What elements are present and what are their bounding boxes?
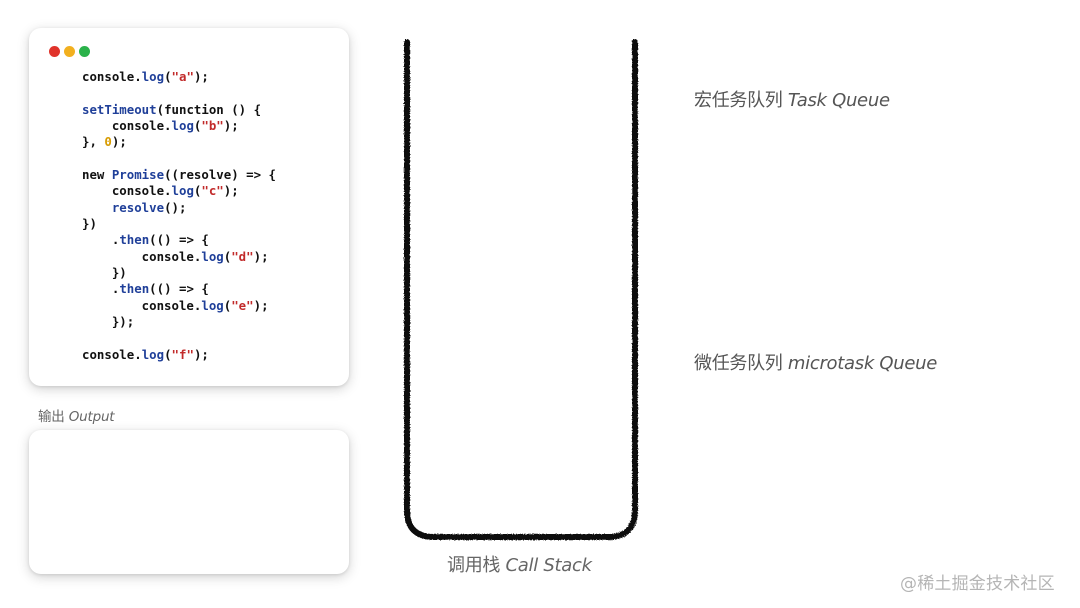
code-line: console.log("e"); [82, 298, 276, 314]
code-token: ( [193, 118, 202, 134]
microtask-queue-label-cn: 微任务队列 [694, 353, 783, 374]
code-token: console. [82, 297, 202, 313]
code-token: "b" [201, 118, 224, 134]
code-token: ); [223, 183, 239, 199]
code-line: console.log("f"); [82, 347, 276, 363]
code-token: console. [82, 346, 142, 362]
call-stack-label: 调用栈 Call Stack [447, 551, 592, 577]
call-stack-label-en: Call Stack [505, 555, 592, 576]
code-token: resolve [111, 199, 165, 215]
code-line: setTimeout(function () { [82, 102, 276, 118]
code-token: 0 [104, 134, 112, 150]
code-token: "a" [171, 69, 194, 84]
code-token: ); [193, 346, 209, 362]
task-queue-label-cn: 宏任务队列 [694, 90, 783, 111]
code-line: .then(() => { [82, 232, 276, 248]
code-token: (() => { [149, 232, 209, 248]
code-token [82, 200, 112, 215]
code-block: console.log("a"); setTimeout(function ()… [82, 69, 276, 363]
code-token: log [141, 69, 165, 84]
code-token: log [171, 183, 194, 199]
code-token: "c" [201, 183, 224, 199]
output-label-cn: 输出 [38, 409, 65, 425]
call-stack-label-cn: 调用栈 [447, 555, 501, 576]
code-token: then [119, 232, 150, 248]
minimize-dot-icon[interactable] [64, 46, 75, 57]
code-panel: console.log("a"); setTimeout(function ()… [29, 28, 349, 386]
code-token: ( [164, 346, 172, 362]
task-queue-top-line [692, 113, 1051, 119]
close-dot-icon[interactable] [49, 46, 60, 57]
code-token: "f" [171, 346, 194, 362]
code-token: console. [82, 183, 172, 199]
code-line: .then(() => { [82, 281, 276, 297]
output-label: 输出 Output [38, 405, 115, 425]
code-token: . [82, 281, 120, 297]
code-token: }); [82, 314, 135, 330]
code-token: Promise [111, 167, 165, 183]
code-token: ( [164, 69, 172, 84]
code-token: console. [82, 69, 142, 84]
code-line [82, 85, 276, 101]
code-token: ( [193, 183, 202, 199]
code-line: }, 0); [82, 134, 276, 150]
code-line: }) [82, 216, 276, 232]
code-line: }) [82, 265, 276, 281]
code-token: }) [82, 216, 97, 232]
code-token: "e" [231, 297, 254, 313]
call-stack-container [404, 39, 638, 540]
code-token: ( [223, 248, 232, 264]
code-line: new Promise((resolve) => { [82, 167, 276, 183]
code-token: ); [253, 297, 269, 313]
code-token: ); [223, 118, 239, 134]
microtask-queue-label-en: microtask Queue [787, 353, 938, 374]
task-queue-label: 宏任务队列 Task Queue [694, 86, 890, 112]
code-token: }, [82, 134, 105, 150]
code-token: ( [223, 297, 232, 313]
code-line: }); [82, 314, 276, 330]
code-token: new [82, 167, 112, 183]
code-token: (); [164, 199, 187, 215]
code-line [82, 331, 276, 347]
output-panel [29, 430, 349, 574]
code-token: log [201, 297, 224, 313]
code-line: resolve(); [82, 200, 276, 216]
code-line: console.log("a"); [82, 69, 276, 85]
call-stack-outline [404, 39, 638, 540]
code-token: setTimeout [82, 101, 157, 117]
watermark: @稀土掘金技术社区 [900, 574, 1055, 594]
code-line [82, 151, 276, 167]
microtask-queue-bottom-line [692, 491, 1051, 497]
code-token: console. [82, 248, 202, 264]
code-token: ); [253, 248, 269, 264]
microtask-queue-label: 微任务队列 microtask Queue [694, 349, 937, 375]
code-token: "d" [231, 248, 254, 264]
code-token: log [141, 346, 165, 362]
code-token: then [119, 281, 150, 297]
code-token: log [171, 118, 194, 134]
code-token: (() => { [149, 281, 209, 297]
code-line: console.log("c"); [82, 183, 276, 199]
task-queue-bottom-line [692, 227, 1051, 233]
task-queue-label-en: Task Queue [787, 90, 890, 111]
code-token: log [201, 248, 224, 264]
output-label-en: Output [68, 409, 115, 425]
code-token: . [82, 232, 120, 248]
code-token: }) [82, 265, 127, 281]
zoom-dot-icon[interactable] [79, 46, 90, 57]
window-controls [49, 46, 90, 57]
code-token: ((resolve) => { [164, 167, 276, 183]
code-token: ); [111, 134, 127, 150]
code-line: console.log("b"); [82, 118, 276, 134]
code-token: console. [82, 118, 172, 134]
microtask-queue-top-line [692, 376, 1051, 382]
code-token: ); [193, 69, 209, 84]
code-token: (function () { [156, 101, 262, 117]
code-line: console.log("d"); [82, 249, 276, 265]
